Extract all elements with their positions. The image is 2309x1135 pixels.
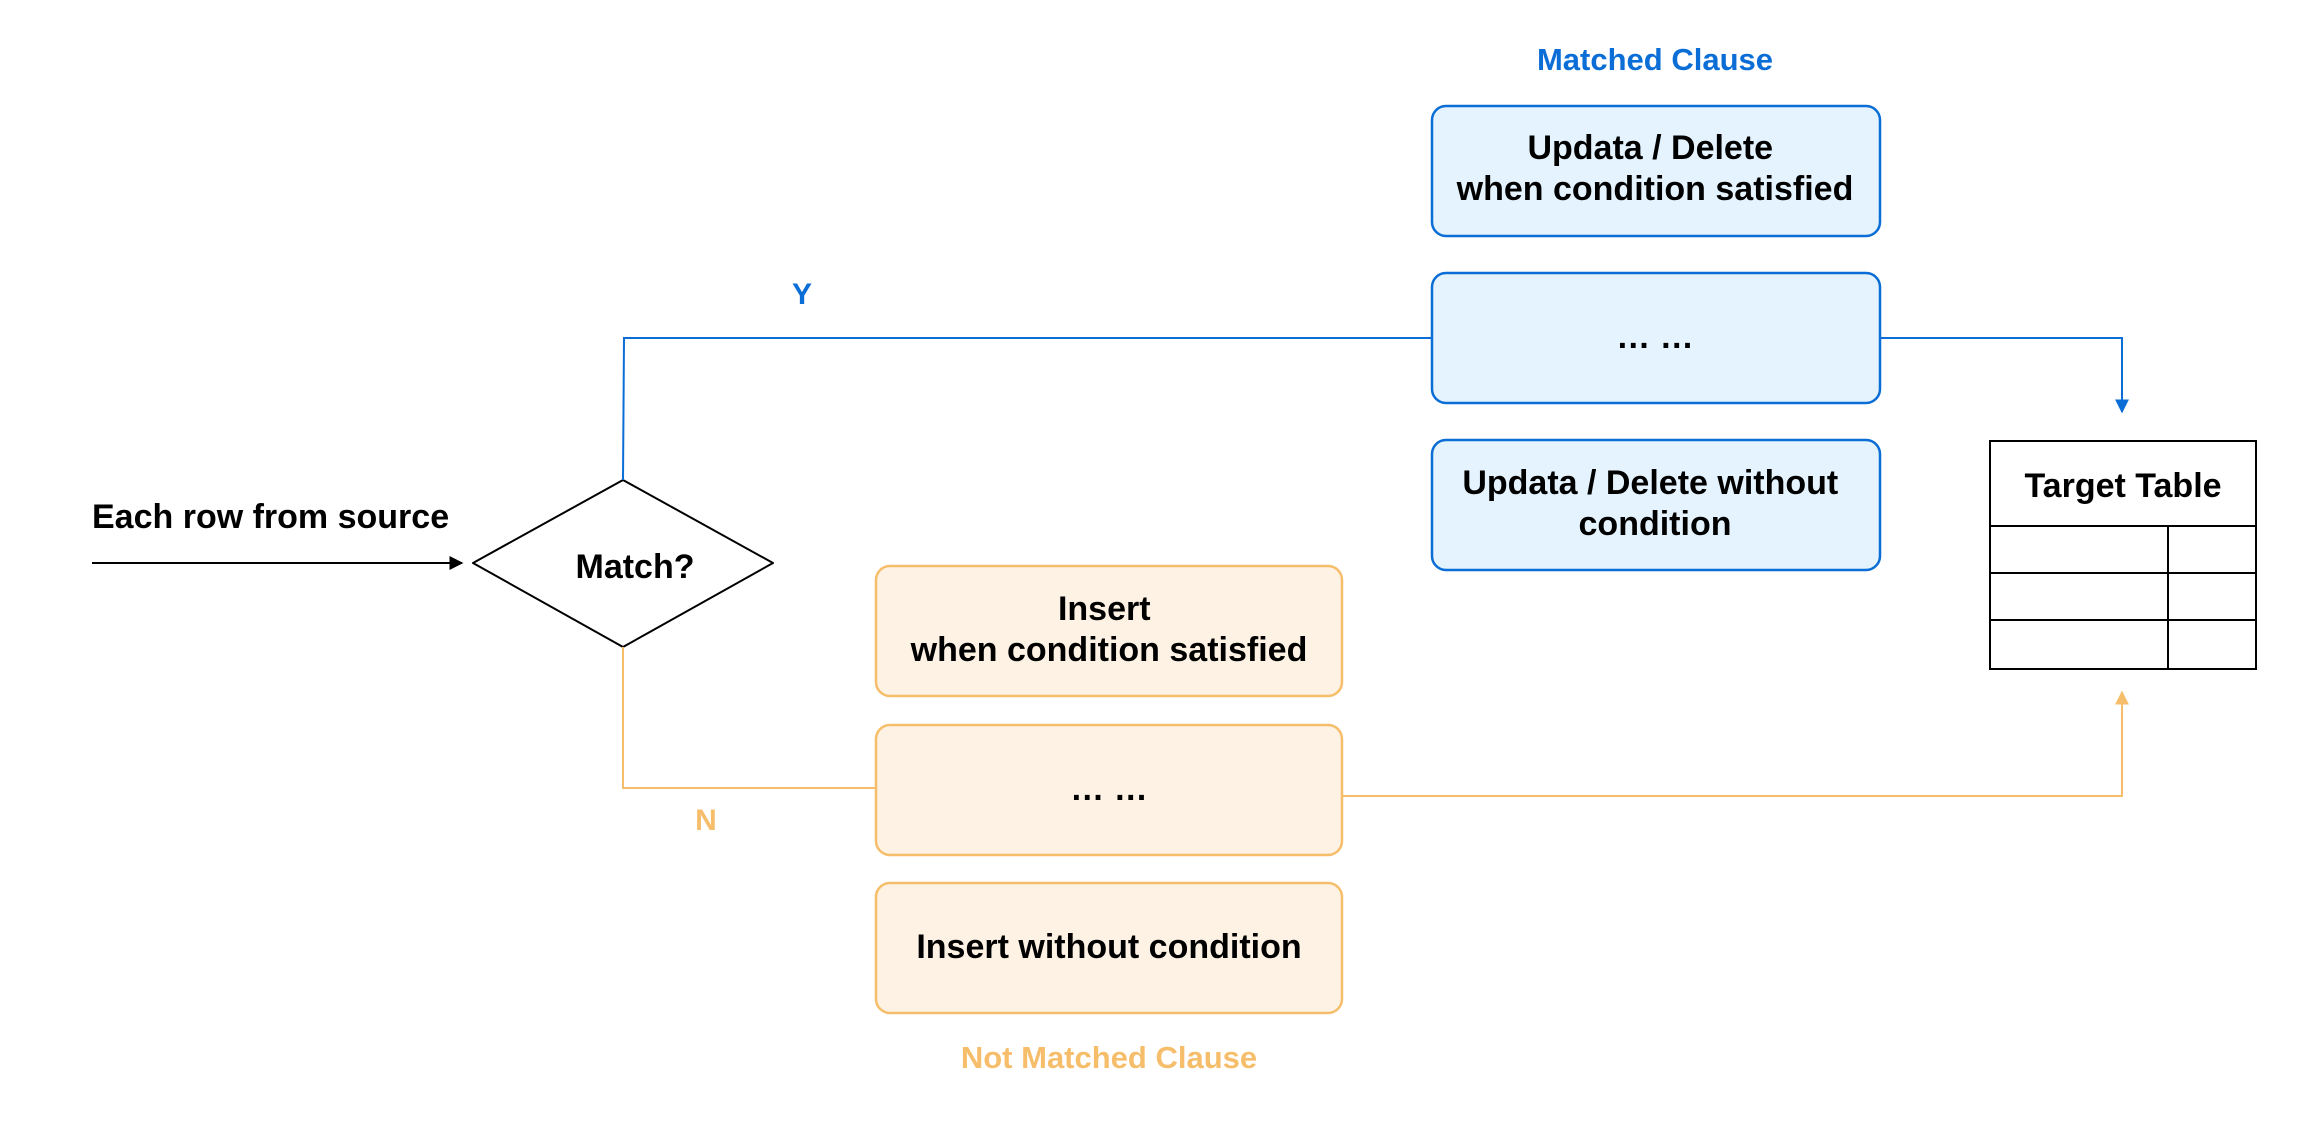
yes-label: Y: [792, 278, 812, 311]
matched-output-arrow: [1880, 337, 2129, 414]
no-branch-line: [622, 647, 876, 789]
yes-branch-line: [622, 337, 1432, 481]
not-matched-box-conditional-line-1: Insert: [1058, 590, 1151, 628]
matched-box-unconditional-line-2: condition: [1579, 505, 1732, 543]
matched-box-unconditional-text: Updata / Delete without condition: [1462, 464, 1847, 543]
not-matched-box-unconditional: [874, 881, 1344, 1015]
not-matched-box-conditional: [874, 564, 1344, 698]
matched-box-conditional-line-2: when condition satisfied: [1456, 170, 1854, 208]
matched-clause-title: Matched Clause: [1537, 42, 1773, 77]
not-matched-box-ellipsis-text: … …: [1070, 770, 1147, 808]
not-matched-box-conditional-text: Insert when condition satisfied: [910, 590, 1308, 669]
match-decision-label: Match?: [576, 548, 695, 586]
matched-box-conditional-line-1: Updata / Delete: [1527, 129, 1773, 167]
source-label: Each row from source: [92, 498, 449, 536]
matched-box-ellipsis-text: … …: [1616, 318, 1693, 356]
not-matched-box-unconditional-line-1: Insert without condition: [916, 928, 1301, 966]
target-table-title: Target Table: [2024, 467, 2221, 505]
not-matched-clause-title: Not Matched Clause: [961, 1040, 1257, 1075]
not-matched-box-ellipsis-line-1: … …: [1070, 770, 1147, 808]
matched-box-unconditional: [1430, 438, 1882, 572]
target-table-frame: [1989, 440, 2257, 670]
matched-box-ellipsis-line-1: … …: [1616, 318, 1693, 356]
not-matched-box-unconditional-text: Insert without condition: [916, 928, 1301, 966]
target-table: Target Table: [1989, 440, 2257, 670]
matched-box-unconditional-line-1: Updata / Delete without: [1462, 464, 1838, 502]
matched-box-conditional-text: Updata / Delete when condition satisfied: [1456, 129, 1854, 208]
not-matched-output-arrow: [1342, 690, 2129, 797]
no-label: N: [695, 804, 717, 837]
matched-box-conditional: [1430, 104, 1882, 238]
not-matched-box-ellipsis: [874, 723, 1344, 857]
not-matched-box-conditional-line-2: when condition satisfied: [910, 631, 1308, 669]
